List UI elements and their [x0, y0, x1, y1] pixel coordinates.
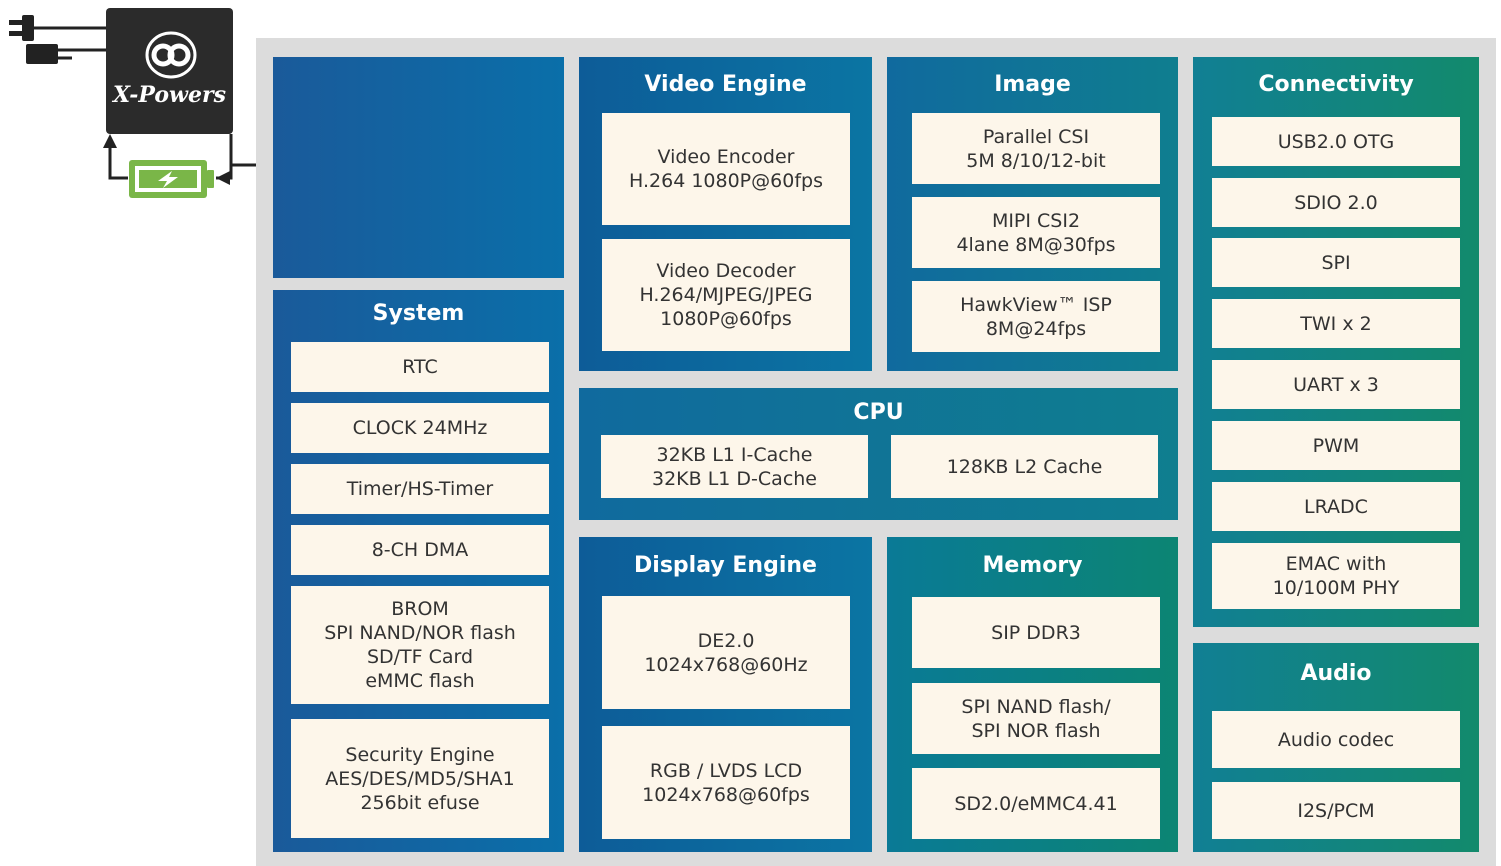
block-line: 10/100M PHY [1272, 577, 1400, 599]
spi-block: SPI [1212, 238, 1460, 287]
system-block-brom: BROM SPI NAND/NOR flash SD/TF Card eMMC … [291, 586, 549, 704]
cpu-title: CPU [853, 400, 904, 425]
block-line: I2S/PCM [1297, 799, 1375, 822]
usb-plug-icon [26, 44, 106, 64]
block-line: SPI NAND flash/ [961, 695, 1111, 718]
ddr3-block: SIP DDR3 [912, 597, 1160, 668]
block-line: 32KB L1 D-Cache [652, 467, 817, 490]
block-line: SPI [1321, 251, 1351, 274]
block-line: 5M 8/10/12-bit [966, 149, 1106, 172]
system-block-rtc: RTC [291, 342, 549, 392]
block-line: SPI NAND/NOR flash [324, 622, 516, 644]
block-line: Timer/HS-Timer [346, 478, 494, 500]
block-line: 32KB L1 I-Cache [656, 443, 813, 466]
block-line: 1024x768@60fps [642, 783, 810, 806]
block-line: 4lane 8M@30fps [956, 233, 1116, 256]
video-decoder-block: Video Decoder H.264/MJPEG/JPEG 1080P@60f… [602, 239, 850, 351]
block-line: 256bit efuse [360, 791, 480, 814]
system-block-timer: Timer/HS-Timer [291, 464, 549, 514]
system-title: System [372, 301, 465, 326]
audio-panel: Audio Audio codec I2S/PCM [1193, 643, 1479, 852]
block-line: SPI NOR flash [971, 719, 1101, 742]
block-line: LRADC [1304, 495, 1368, 518]
l2-cache-block: 128KB L2 Cache [891, 435, 1158, 498]
video-engine-panel: Video Engine Video Encoder H.264 1080P@6… [579, 57, 872, 371]
block-line: RGB / LVDS LCD [649, 759, 803, 782]
block-line: USB2.0 OTG [1277, 130, 1395, 153]
block-line: PWM [1312, 434, 1360, 457]
connectivity-panel: Connectivity USB2.0 OTG SDIO 2.0 SPI TWI… [1193, 57, 1479, 627]
system-panel: System RTC CLOCK 24MHz Timer/HS-Timer 8-… [273, 290, 564, 852]
pwm-block: PWM [1212, 421, 1460, 470]
block-line: AES/DES/MD5/SHA1 [325, 767, 515, 790]
block-line: 8-CH DMA [371, 539, 469, 561]
block-line: SIP DDR3 [991, 621, 1081, 644]
block-line: TWI x 2 [1300, 312, 1372, 335]
isp-block: HawkView™ ISP 8M@24fps [912, 281, 1160, 352]
image-title: Image [994, 72, 1071, 97]
block-line: 1080P@60fps [660, 308, 792, 330]
memory-title: Memory [982, 553, 1083, 578]
system-block-security: Security Engine AES/DES/MD5/SHA1 256bit … [291, 719, 549, 838]
cpu-panel: CPU 32KB L1 I-Cache 32KB L1 D-Cache 128K… [579, 388, 1178, 520]
block-line: Video Encoder [657, 146, 795, 168]
block-line: SD2.0/eMMC4.41 [954, 792, 1118, 815]
block-line: HawkView™ ISP [960, 293, 1112, 316]
block-line: EMAC with [1285, 553, 1387, 575]
video-engine-title: Video Engine [644, 72, 807, 97]
block-line: MIPI CSI2 [991, 209, 1081, 232]
block-line: UART x 3 [1293, 373, 1379, 396]
block-line: SD/TF Card [366, 646, 474, 668]
memory-panel: Memory SIP DDR3 SPI NAND flash/ SPI NOR … [887, 537, 1178, 852]
de2-block: DE2.0 1024x768@60Hz [602, 596, 850, 709]
block-line: H.264/MJPEG/JPEG [639, 284, 813, 306]
block-line: CLOCK 24MHz [352, 417, 488, 439]
system-block-dma: 8-CH DMA [291, 525, 549, 575]
lcd-block: RGB / LVDS LCD 1024x768@60fps [602, 726, 850, 839]
parallel-csi-block: Parallel CSI 5M 8/10/12-bit [912, 113, 1160, 184]
block-line: Security Engine [345, 743, 495, 766]
system-block-clock: CLOCK 24MHz [291, 403, 549, 453]
block-line: Audio codec [1277, 728, 1395, 751]
pmic-chip: X-Powers [106, 8, 233, 134]
pmic-brand-label: X-Powers [113, 82, 226, 108]
sdio-block: SDIO 2.0 [1212, 178, 1460, 227]
block-line: SDIO 2.0 [1294, 191, 1378, 214]
lradc-block: LRADC [1212, 482, 1460, 531]
usb-otg-block: USB2.0 OTG [1212, 117, 1460, 166]
soc-core-area [273, 57, 564, 278]
block-line: 8M@24fps [985, 317, 1087, 340]
audio-title: Audio [1300, 661, 1372, 686]
video-encoder-block: Video Encoder H.264 1080P@60fps [602, 113, 850, 225]
connectivity-title: Connectivity [1258, 72, 1414, 97]
battery-icon [129, 160, 214, 198]
block-line: RTC [402, 356, 438, 378]
block-line: 1024x768@60Hz [644, 653, 808, 676]
block-line: Parallel CSI [982, 125, 1090, 148]
block-line: eMMC flash [365, 670, 475, 692]
display-engine-panel: Display Engine DE2.0 1024x768@60Hz RGB /… [579, 537, 872, 852]
x-powers-logo-icon [145, 31, 197, 79]
block-line: Video Decoder [656, 260, 796, 282]
uart-block: UART x 3 [1212, 360, 1460, 409]
display-engine-title: Display Engine [634, 553, 817, 578]
mipi-csi2-block: MIPI CSI2 4lane 8M@30fps [912, 197, 1160, 268]
emac-block: EMAC with 10/100M PHY [1212, 543, 1460, 609]
block-line: DE2.0 [697, 629, 755, 652]
spi-flash-block: SPI NAND flash/ SPI NOR flash [912, 683, 1160, 754]
twi-block: TWI x 2 [1212, 299, 1460, 348]
power-plug-icon [9, 15, 106, 41]
block-line: H.264 1080P@60fps [629, 170, 823, 192]
block-line: 128KB L2 Cache [946, 455, 1103, 478]
emmc-block: SD2.0/eMMC4.41 [912, 768, 1160, 839]
l1-cache-block: 32KB L1 I-Cache 32KB L1 D-Cache [601, 435, 868, 498]
image-panel: Image Parallel CSI 5M 8/10/12-bit MIPI C… [887, 57, 1178, 371]
i2s-pcm-block: I2S/PCM [1212, 782, 1460, 839]
block-line: BROM [391, 598, 449, 620]
audio-codec-block: Audio codec [1212, 711, 1460, 768]
